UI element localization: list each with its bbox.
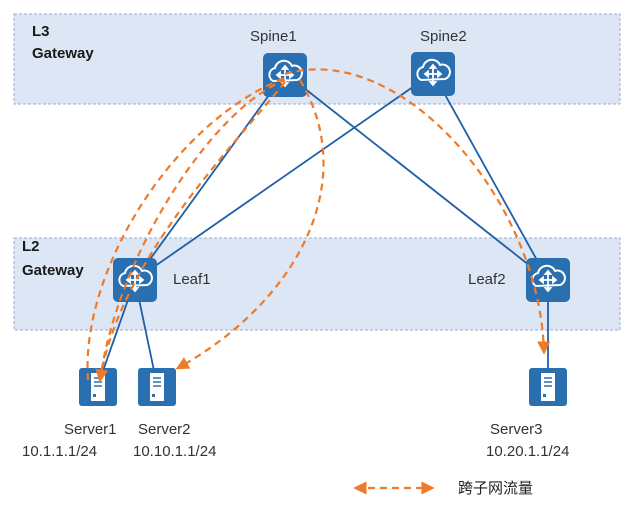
server1-name: Server1 [64,421,117,438]
server1-server-icon[interactable] [78,367,118,407]
link-spine2-leaf2 [432,72,549,281]
traffic-server1-up-2 [98,78,286,383]
zone-l3-title-line1: L3 [32,23,50,40]
spine1-switch-icon[interactable] [262,52,308,98]
spine1-label: Spine1 [250,28,297,45]
zone-l2-title-line2: Gateway [22,262,84,279]
traffic-paths [86,68,551,383]
link-spine1-leaf1 [134,72,286,281]
traffic-to-server3 [284,68,551,355]
legend-label: 跨子网流量 [458,480,533,497]
traffic-server1-up [86,76,286,381]
server3-server-icon[interactable] [528,367,568,407]
physical-links [97,72,549,386]
link-spine1-leaf2 [284,72,549,281]
spine2-switch-icon[interactable] [410,51,456,97]
server2-name: Server2 [138,421,191,438]
link-spine2-leaf1 [134,72,434,281]
server2-ip: 10.10.1.1/24 [133,443,216,460]
server3-ip: 10.20.1.1/24 [486,443,569,460]
zone-l3-title-line2: Gateway [32,45,94,62]
spine2-label: Spine2 [420,28,467,45]
server1-ip: 10.1.1.1/24 [22,443,97,460]
zone-l2-title-line1: L2 [22,238,40,255]
zone-l3: L3 Gateway [13,13,621,105]
legend: 跨子网流量 [353,480,533,497]
leaf1-label: Leaf1 [173,271,211,288]
server3-name: Server3 [490,421,543,438]
server2-server-icon[interactable] [137,367,177,407]
traffic-to-server1 [95,81,286,383]
traffic-to-server2 [175,79,325,370]
leaf2-label: Leaf2 [468,271,506,288]
